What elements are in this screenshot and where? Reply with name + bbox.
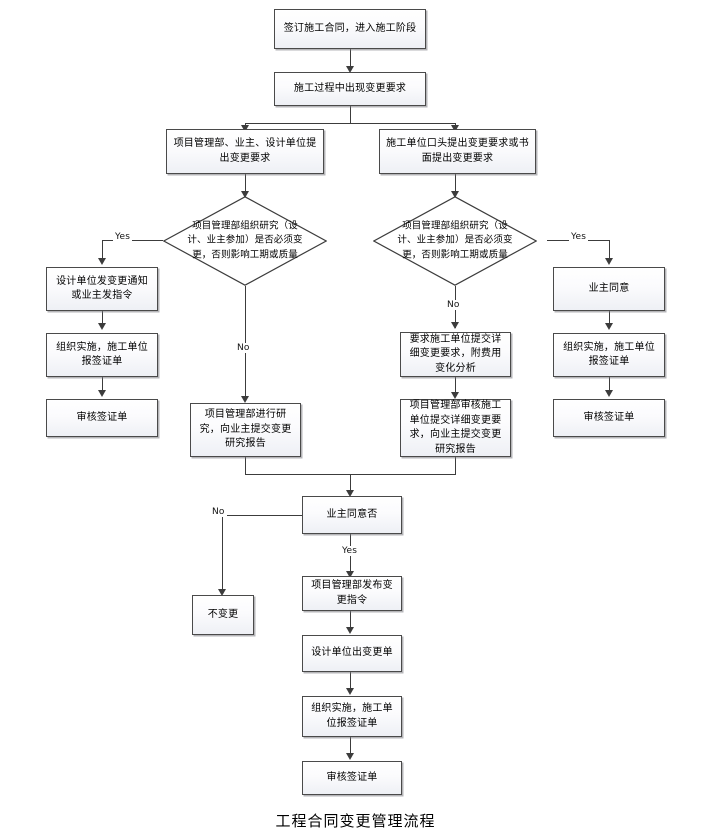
node-change-request-label: 施工过程中出现变更要求 [293, 82, 407, 94]
node-issue-order-label: 项目管理部发布变更指令 [311, 580, 393, 606]
node-right-origin-label: 施工单位口头提出变更要求或书面提出变更要求 [386, 138, 529, 164]
arrowhead-impl-left [97, 323, 106, 330]
connector-issue-order-to-design-sheet [350, 611, 351, 631]
node-pm-review-label: 项目管理部审核施工单位提交详细变更要求，向业主提交变更研究报告 [409, 400, 502, 455]
connector-right-origin-to-decision [455, 174, 456, 196]
node-pm-study-label: 项目管理部进行研究，向业主提交变更研究报告 [199, 409, 292, 450]
arrowhead-pm-review [450, 392, 459, 399]
node-audit-left[interactable]: 审核签证单 [46, 399, 158, 437]
arrowhead-audit-left [97, 390, 106, 397]
node-audit-left-label: 审核签证单 [76, 411, 128, 423]
arrowhead-impl-bottom [345, 688, 354, 695]
node-impl-bottom[interactable]: 组织实施，施工单位报签证单 [302, 696, 402, 737]
connector-impl-left-to-audit [102, 377, 103, 395]
edge-label-left-yes: Yes [113, 232, 133, 242]
node-left-decision-label: 项目管理部组织研究（设计、业主参加）是否必须变更，否则影响工期或质量 [187, 220, 303, 261]
arrowhead-left-origin [240, 125, 249, 132]
connector-pm-review-down [455, 457, 456, 474]
node-right-origin[interactable]: 施工单位口头提出变更要求或书面提出变更要求 [379, 129, 536, 174]
node-design-notice[interactable]: 设计单位发变更通知或业主发指令 [46, 267, 158, 311]
connector-design-sheet-to-impl [350, 672, 351, 692]
node-impl-right-label: 组织实施，施工单位报签证单 [563, 341, 655, 368]
arrowhead-impl-right [604, 323, 613, 330]
arrowhead-no-change [217, 589, 226, 596]
node-left-origin-label: 项目管理部、业主、设计单位提出变更要求 [173, 138, 317, 164]
node-require-detail[interactable]: 要求施工单位提交详细变更要求，附费用变化分析 [400, 332, 511, 377]
node-pm-study[interactable]: 项目管理部进行研究，向业主提交变更研究报告 [190, 403, 301, 457]
connector-left-origin-to-decision [245, 174, 246, 196]
arrowhead-right-decision [450, 191, 459, 198]
node-impl-left[interactable]: 组织实施，施工单位报签证单 [46, 333, 158, 377]
arrowhead-require-detail [450, 322, 459, 329]
connector-owner-agree-to-impl [609, 311, 610, 328]
connector-impl-bottom-to-audit [350, 737, 351, 757]
arrowhead-design-notice [97, 258, 106, 265]
diamond-shape-icon [373, 196, 537, 286]
node-design-sheet[interactable]: 设计单位出变更单 [302, 635, 402, 672]
arrowhead-design-sheet [345, 627, 354, 634]
node-change-request[interactable]: 施工过程中出现变更要求 [274, 72, 426, 106]
node-audit-right[interactable]: 审核签证单 [553, 399, 665, 437]
connector-design-notice-to-impl [102, 311, 103, 328]
node-left-origin[interactable]: 项目管理部、业主、设计单位提出变更要求 [166, 129, 324, 174]
node-no-change-label: 不变更 [207, 608, 239, 620]
node-audit-bottom[interactable]: 审核签证单 [302, 761, 402, 795]
node-issue-order[interactable]: 项目管理部发布变更指令 [302, 576, 402, 611]
node-impl-left-label: 组织实施，施工单位报签证单 [56, 341, 148, 368]
connector-pm-study-down [245, 457, 246, 474]
node-audit-right-label: 审核签证单 [583, 411, 635, 423]
connector-start-to-change-request [350, 49, 351, 69]
connector-split-bar [245, 123, 455, 124]
connector-merge-drop [350, 474, 351, 492]
connector-change-request-down [350, 106, 351, 124]
diagram-caption: 工程合同变更管理流程 [275, 812, 436, 830]
node-impl-right[interactable]: 组织实施，施工单位报签证单 [553, 333, 665, 377]
edge-label-left-no: No [235, 343, 252, 353]
connector-owner-no-vertical [222, 515, 223, 593]
node-design-sheet-label: 设计单位出变更单 [311, 647, 393, 659]
connector-impl-right-to-audit [609, 377, 610, 395]
diamond-shape-icon [163, 196, 327, 286]
node-owner-decision-label: 业主同意否 [326, 508, 378, 520]
arrowhead-left-decision [240, 191, 249, 198]
arrowhead-audit-right [604, 390, 613, 397]
arrowhead-right-origin [450, 125, 459, 132]
edge-label-right-yes: Yes [569, 232, 589, 242]
node-left-decision[interactable]: 项目管理部组织研究（设计、业主参加）是否必须变更，否则影响工期或质量 [163, 196, 327, 286]
arrowhead-pm-study [240, 396, 249, 403]
node-start-label: 签订施工合同，进入施工阶段 [283, 22, 417, 34]
node-design-notice-label: 设计单位发变更通知或业主发指令 [56, 275, 148, 302]
arrowhead-owner-agree [604, 258, 613, 265]
edge-label-owner-no: No [210, 507, 227, 517]
connector-require-detail-to-review [455, 377, 456, 397]
node-owner-agree[interactable]: 业主同意 [553, 267, 665, 311]
node-require-detail-label: 要求施工单位提交详细变更要求，附费用变化分析 [409, 333, 502, 374]
node-owner-decision[interactable]: 业主同意否 [302, 496, 402, 534]
edge-label-owner-yes: Yes [340, 546, 360, 556]
connector-left-yes-horizontal [102, 240, 163, 241]
edge-label-right-no: No [445, 300, 462, 310]
node-audit-bottom-label: 审核签证单 [326, 771, 378, 783]
arrowhead-change-request [345, 66, 354, 73]
arrowhead-audit-bottom [345, 753, 354, 760]
arrowhead-owner-decision [345, 490, 354, 497]
connector-left-yes-vertical [102, 240, 103, 262]
node-impl-bottom-label: 组织实施，施工单位报签证单 [311, 703, 393, 729]
node-owner-agree-label: 业主同意 [588, 282, 630, 294]
arrowhead-issue-order [345, 571, 354, 578]
node-no-change[interactable]: 不变更 [192, 595, 254, 635]
node-pm-review[interactable]: 项目管理部审核施工单位提交详细变更要求，向业主提交变更研究报告 [400, 399, 511, 457]
connector-right-yes-vertical [609, 240, 610, 262]
node-start[interactable]: 签订施工合同，进入施工阶段 [274, 9, 426, 49]
node-right-decision-label: 项目管理部组织研究（设计、业主参加）是否必须变更，否则影响工期或质量 [397, 220, 513, 261]
connector-owner-no-horizontal [222, 515, 302, 516]
node-right-decision[interactable]: 项目管理部组织研究（设计、业主参加）是否必须变更，否则影响工期或质量 [373, 196, 537, 286]
